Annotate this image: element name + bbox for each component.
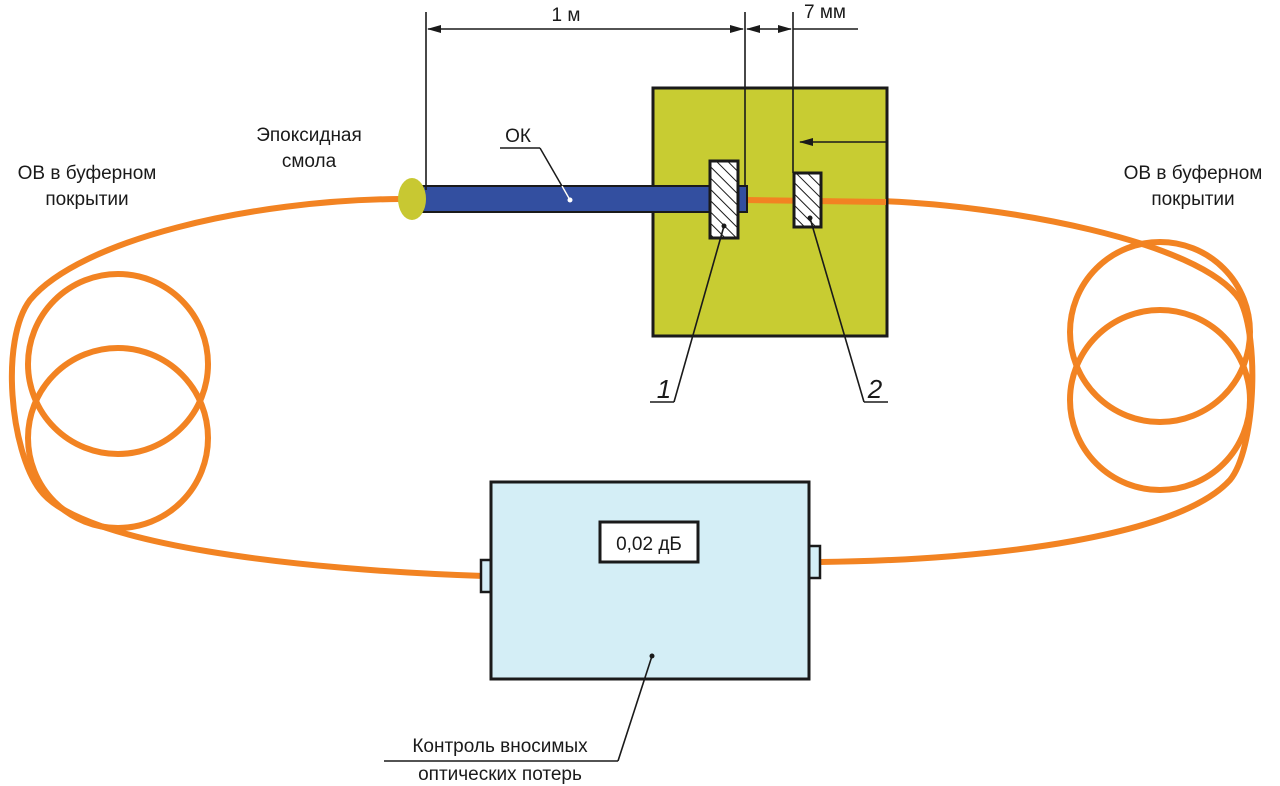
epoxy-label-line2: смола — [282, 151, 337, 172]
right-fiber-label-line1: ОВ в буферном — [1124, 163, 1263, 184]
clamp-2 — [792, 171, 823, 229]
meter-leader — [384, 653, 655, 762]
cable-label: ОК — [505, 126, 531, 147]
meter-display — [598, 520, 700, 564]
meter-caption-line1: Контроль вносимых — [412, 736, 588, 757]
dimension-lines — [425, 12, 886, 190]
clamp-1-label: 1 — [657, 374, 671, 404]
left-fiber-label-line1: ОВ в буферном — [18, 163, 157, 184]
right-fiber-coil — [817, 198, 1256, 565]
left-fiber-coil — [8, 196, 487, 579]
meter-caption-line2: оптических потерь — [418, 764, 582, 785]
meter-reading: 0,02 дБ — [616, 534, 682, 555]
right-fiber-label-line2: покрытии — [1151, 189, 1234, 210]
epoxy-blob — [398, 178, 426, 220]
gap-dimension-label: 7 мм — [804, 2, 846, 23]
cable-leader — [500, 147, 573, 203]
clamp-2-label: 2 — [867, 374, 883, 404]
clamp-leaders — [650, 215, 888, 403]
left-fiber-label-line2: покрытии — [45, 189, 128, 210]
loss-meter — [489, 480, 811, 681]
length-dimension-label: 1 м — [552, 5, 581, 26]
epoxy-label-line1: Эпоксидная — [256, 125, 362, 146]
meter-right-port — [807, 544, 822, 580]
